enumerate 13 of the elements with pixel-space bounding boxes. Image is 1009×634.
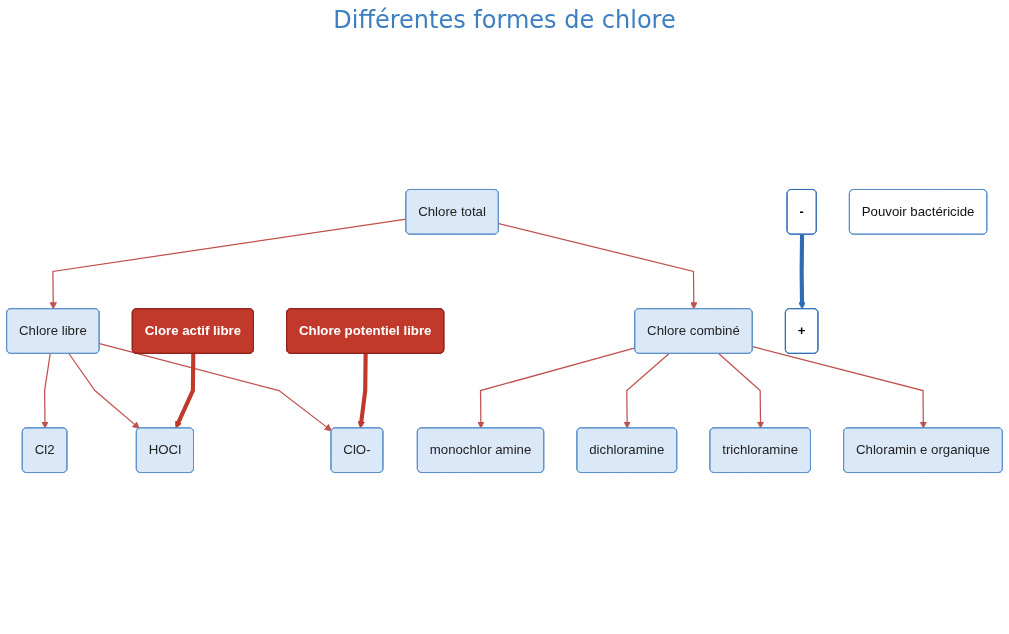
arrow bbox=[41, 353, 51, 429]
arrow bbox=[718, 353, 765, 429]
arrow bbox=[175, 353, 196, 429]
arrow bbox=[357, 353, 368, 429]
diagram-title: Différentes formes de chlore bbox=[332, 6, 677, 34]
arrow bbox=[752, 346, 927, 429]
arrow bbox=[98, 343, 332, 432]
arrow bbox=[498, 223, 698, 310]
arrow bbox=[623, 353, 670, 429]
arrow bbox=[798, 234, 806, 310]
arrow bbox=[49, 218, 407, 310]
arrow bbox=[477, 347, 636, 429]
arrow bbox=[68, 353, 140, 429]
